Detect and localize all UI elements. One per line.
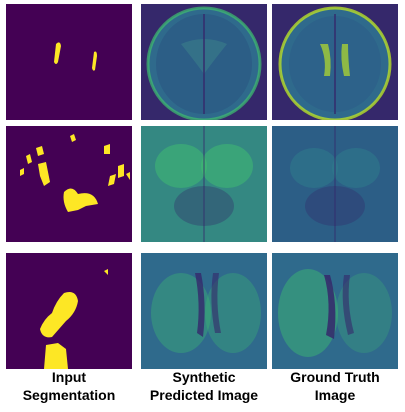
panel-row3-ground-truth [272,253,398,369]
segmentation-mask-image [6,4,132,120]
segmentation-mask-image [6,126,132,242]
panel-row1-synthetic [141,4,267,120]
column-label-line2: Image [314,387,356,403]
panel-row2-ground-truth [272,126,398,242]
column-label-line2: Segmentation [22,387,116,403]
synthetic-mri-image [141,253,267,369]
panel-row3-synthetic [141,253,267,369]
segmentation-mask-image [6,253,132,369]
ground-truth-mri-image [272,253,398,369]
panel-row2-segmentation [6,126,132,242]
column-label-input-segmentation: Input Segmentation [1,368,137,404]
panel-row1-ground-truth [272,4,398,120]
ground-truth-mri-image [272,4,398,120]
panel-row3-segmentation [6,253,132,369]
column-label-line1: Input [51,369,87,385]
synthetic-mri-image [141,4,267,120]
column-label-line2: Predicted Image [149,387,259,403]
ground-truth-mri-image [272,126,398,242]
panel-row2-synthetic [141,126,267,242]
column-label-synthetic-predicted-image: Synthetic Predicted Image [136,368,272,404]
column-label-line1: Synthetic [172,369,236,385]
column-label-line1: Ground Truth [290,369,380,385]
column-label-ground-truth-image: Ground Truth Image [267,368,403,404]
panel-row1-segmentation [6,4,132,120]
synthetic-mri-image [141,126,267,242]
